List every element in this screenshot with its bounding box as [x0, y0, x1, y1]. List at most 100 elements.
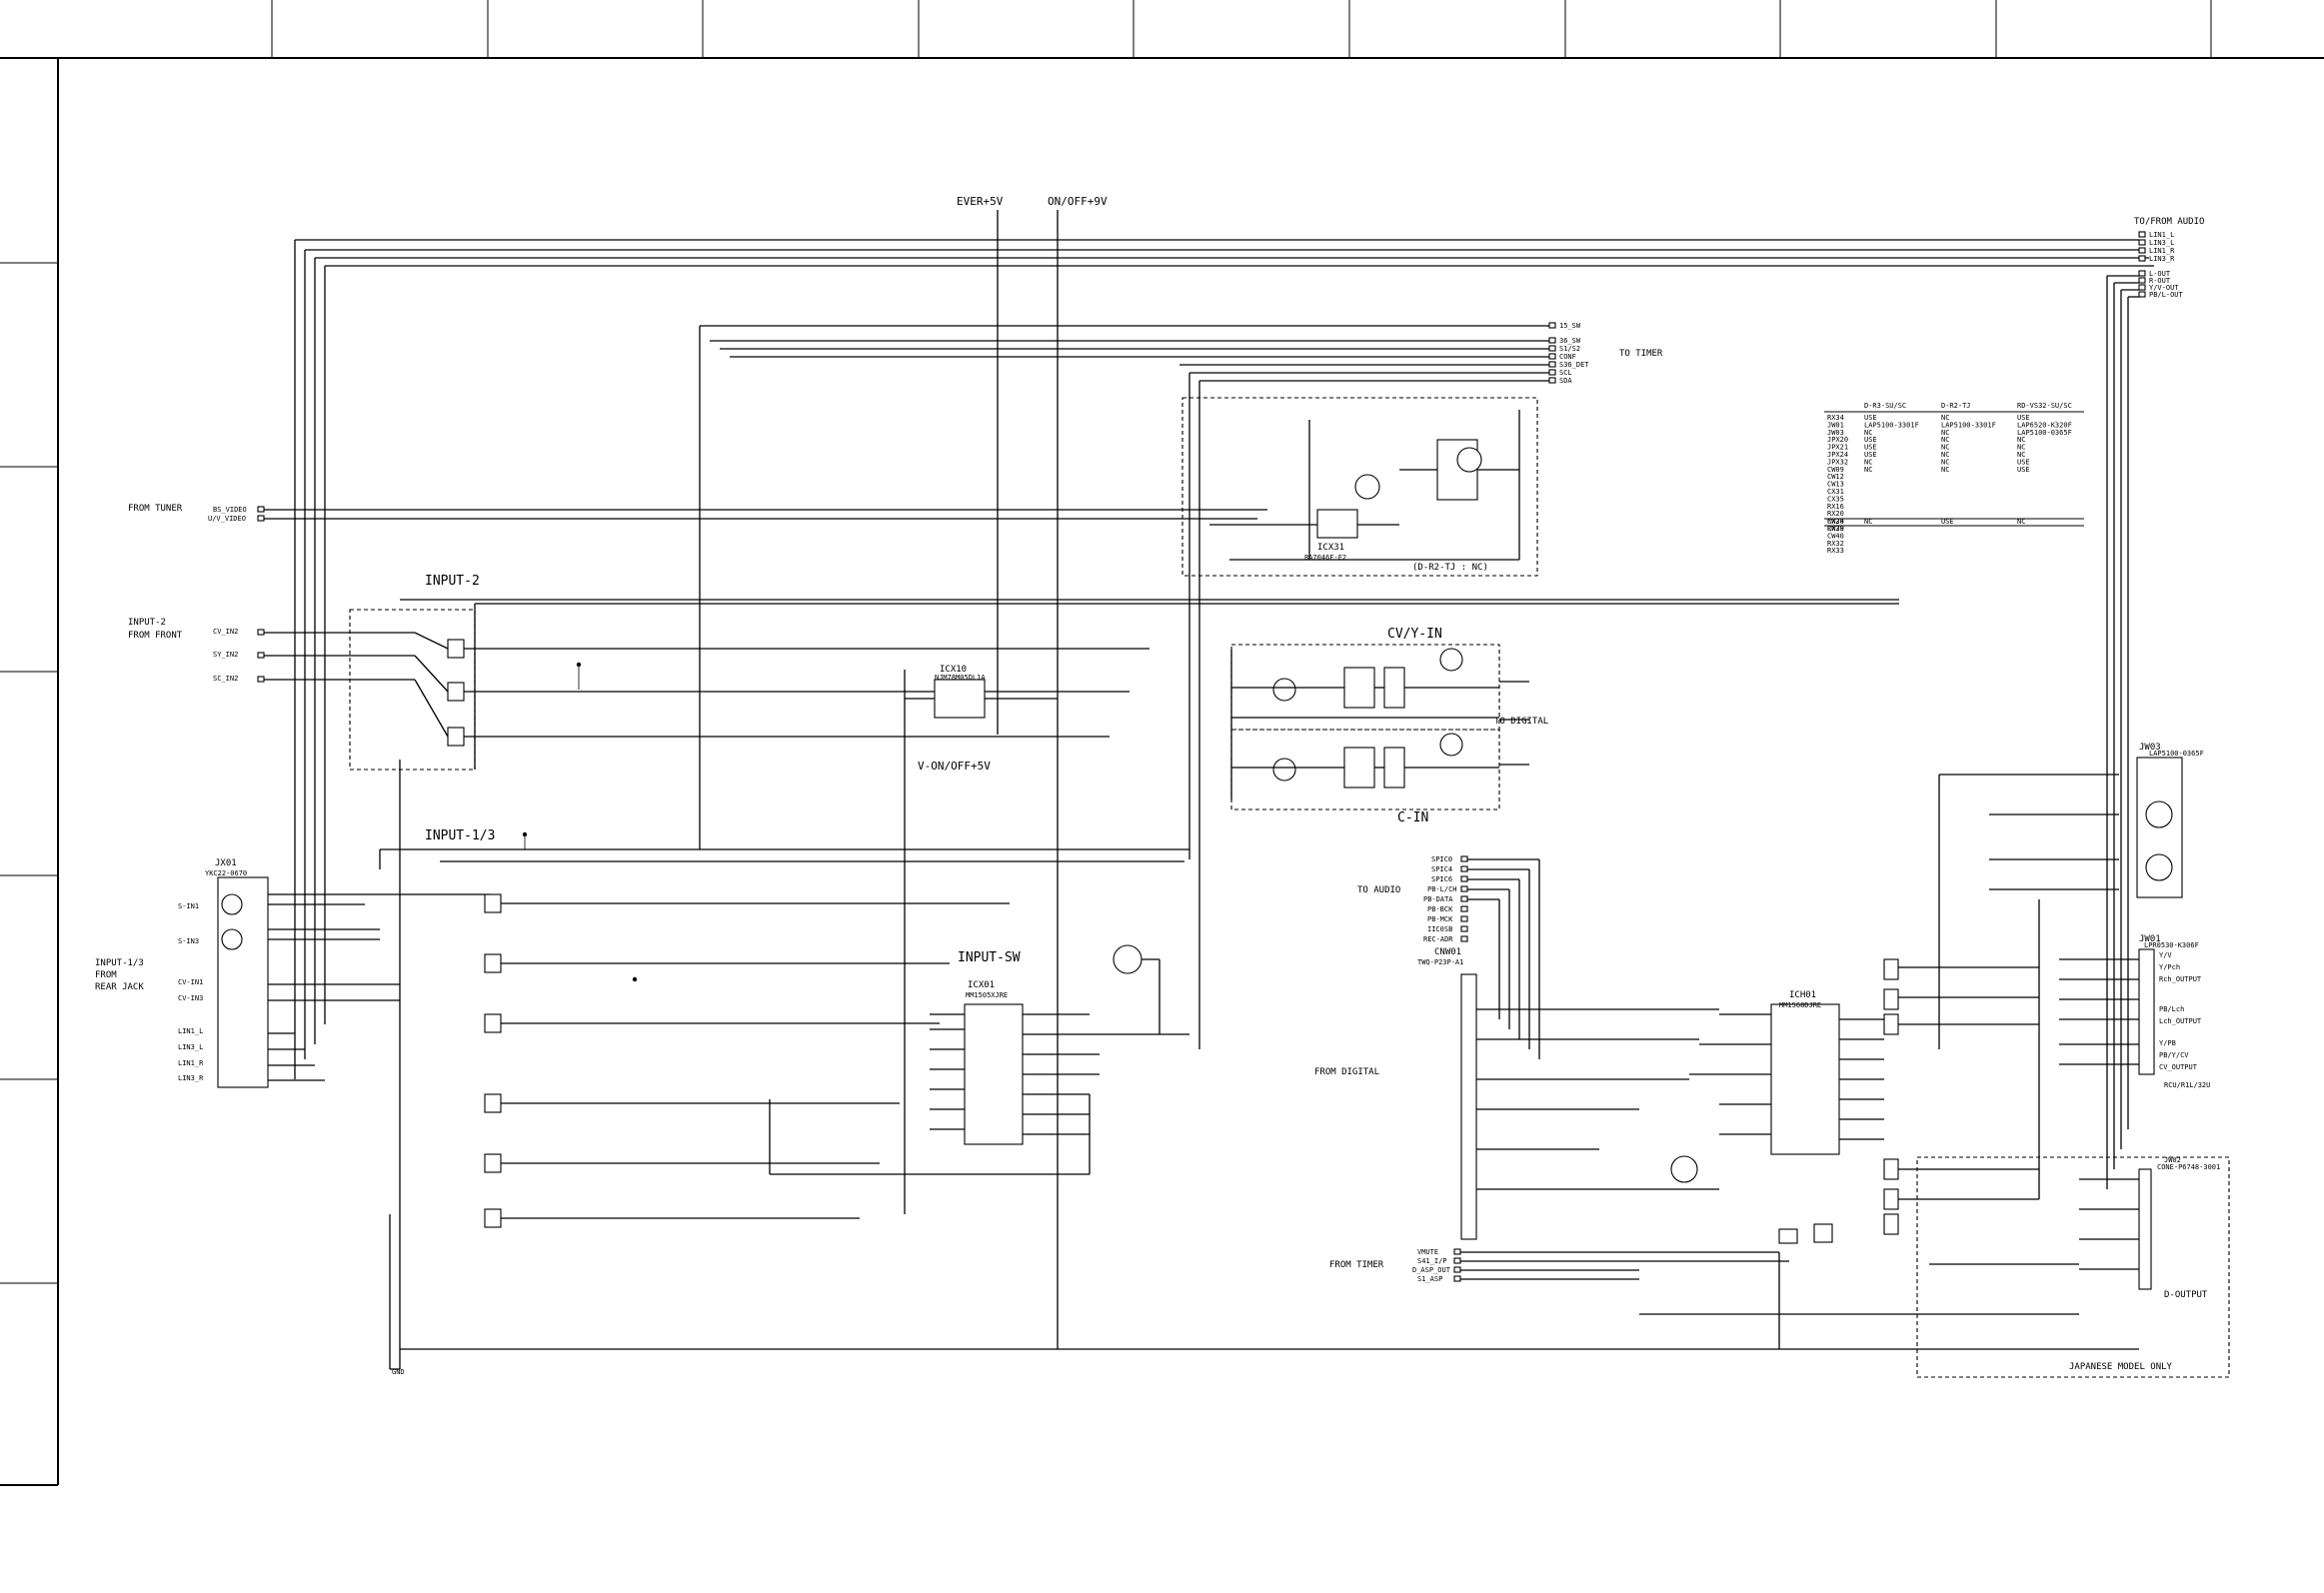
- audio-pin-recadr: REC-ADR: [1423, 935, 1453, 943]
- timer-pin-sda: SDA: [1559, 377, 1572, 385]
- table-tail-ref-1-col-0: CW40: [1827, 532, 1844, 540]
- table-row-0-col-0: RX34: [1827, 414, 1844, 422]
- rear-jack-jx01: S-IN1 S-IN3 CV-IN1 CV-IN3 LIN1_L LIN3_L …: [178, 876, 490, 1088]
- front-label-1: INPUT-2: [128, 618, 166, 628]
- tfa-pin-lin1l: LIN1_L: [2149, 231, 2174, 239]
- cnw01-part: TWQ-P23P-A1: [1417, 958, 1463, 966]
- table-row-3-col-0: JPX20: [1827, 436, 1848, 444]
- tuner-connector: BS_VIDEO U/V_VIDEO: [208, 506, 1267, 523]
- ic-note: (D-R2-TJ : NC): [1412, 563, 1488, 573]
- rear-pin-cvin1: CV-IN1: [178, 978, 203, 986]
- icx10-ref: ICX10: [940, 665, 967, 675]
- front-pin-cv: CV_IN2: [213, 628, 238, 636]
- icx01-ref: ICX01: [968, 980, 995, 990]
- audio-pin-spic0: SPIC0: [1431, 855, 1452, 863]
- inputsw-section-title: INPUT-SW: [958, 950, 1021, 965]
- table-ref-0-col-0: CW12: [1827, 473, 1844, 481]
- icx31-part: BA7046F-E2: [1304, 554, 1346, 562]
- out-pin-ypch: Y/Pch: [2159, 963, 2180, 971]
- ftimer-pin-s1asp: S1_ASP: [1417, 1275, 1442, 1283]
- doutput-label: D-OUTPUT: [2164, 1290, 2208, 1300]
- table-ref-4-col-0: RX16: [1827, 503, 1844, 511]
- out-pin-pbycv: PB/Y/CV: [2159, 1051, 2189, 1059]
- icx01-input-switch: [769, 944, 1189, 1175]
- to-timer-label: TO TIMER: [1619, 349, 1663, 359]
- table-tail-row-0-col-3: NC: [2017, 518, 2025, 526]
- ich01-ref: ICH01: [1789, 990, 1816, 1000]
- rear-label-2: FROM: [95, 970, 117, 980]
- front-pin-sy: SY_IN2: [213, 651, 238, 659]
- jw03-ref: JW03: [2139, 743, 2161, 753]
- input2-section-title: INPUT-2: [425, 574, 480, 589]
- to-timer-connector: 15_SW 36_SW S1/S2 CONF S36_DET SCL SDA: [699, 322, 1589, 1049]
- icx10-part: NJM78M05DL1A: [935, 674, 986, 682]
- jw02-part: CONE-P6748-3001: [2157, 1163, 2220, 1171]
- drawing-frame: [0, 0, 2324, 1486]
- gnd-label: GND: [392, 1368, 405, 1376]
- rear-pin-lin1l: LIN1_L: [178, 1027, 203, 1035]
- table-row-4-col-0: JPX21: [1827, 444, 1848, 452]
- from-digital-label: FROM DIGITAL: [1314, 1067, 1379, 1077]
- jw01-part: LPR0530-K306F: [2144, 941, 2199, 949]
- from-tuner-label: FROM TUNER: [128, 504, 183, 514]
- input13-filter-block: [379, 831, 1189, 1370]
- table-row-3-col-1: USE: [1864, 436, 1877, 444]
- to-digital-label: TO DIGITAL: [1494, 717, 1548, 727]
- out-pin-yv: Y/V: [2159, 951, 2172, 959]
- rear-pin-lin1r: LIN1_R: [178, 1059, 204, 1067]
- cvyin-section-title: CV/Y-IN: [1387, 627, 1442, 642]
- table-ref-7-col-0: RX28: [1827, 525, 1844, 533]
- onoff9v-label: ON/OFF+9V: [1048, 195, 1108, 208]
- rear-label-3: REAR JACK: [95, 982, 144, 992]
- rear-pin-lin3l: LIN3_L: [178, 1043, 203, 1051]
- front-label-2: FROM FRONT: [128, 631, 183, 641]
- front-pin-sc: SC_IN2: [213, 675, 238, 683]
- table-head-3: RD-VS32-SU/SC: [2017, 402, 2072, 410]
- cin-section-title: C-IN: [1397, 810, 1428, 825]
- tfa-pin-lout: L-OUT: [2149, 270, 2171, 278]
- out-pin-lch: Lch_OUTPUT: [2159, 1017, 2202, 1025]
- tuner-pin-uv: U/V_VIDEO: [208, 515, 246, 523]
- table-ref-1-col-0: CW13: [1827, 481, 1844, 489]
- table-row-6-col-0: JPX32: [1827, 458, 1848, 466]
- output-buffers: [1883, 774, 2119, 1235]
- cnw01-connector: [1460, 973, 1719, 1240]
- rear-pin-cvin3: CV-IN3: [178, 994, 203, 1002]
- table-row-1-col-2: LAP5100-3301F: [1941, 421, 1996, 429]
- power-rails: [294, 210, 2154, 1369]
- cvyin-filter-block: [1230, 644, 1529, 799]
- ftimer-pin-vmute: VMUTE: [1417, 1248, 1438, 1256]
- audio-pin-pbdata: PB-DATA: [1423, 895, 1453, 903]
- rear-pin-sin3: S-IN3: [178, 937, 199, 945]
- table-tail-row-0-col-2: USE: [1941, 518, 1954, 526]
- icx31-ref: ICX31: [1317, 543, 1344, 553]
- table-row-5-col-1: USE: [1864, 451, 1877, 459]
- table-tail-ref-2-col-0: RX32: [1827, 540, 1844, 548]
- table-row-1-col-3: LAP6520-K320F: [2017, 421, 2072, 429]
- table-row-7-col-0: CW09: [1827, 466, 1844, 474]
- table-ref-5-col-0: RX20: [1827, 510, 1844, 518]
- audio-pin-spic6: SPIC6: [1431, 875, 1452, 883]
- to-from-audio-connector: LIN1_L LIN3_L LIN1_R LIN3_R L-OUT R-OUT …: [2138, 231, 2184, 299]
- table-row-7-col-1: NC: [1864, 466, 1872, 474]
- ftimer-pin-daspout: D_ASP_OUT: [1412, 1266, 1451, 1274]
- to-audio-label: TO AUDIO: [1357, 885, 1400, 895]
- timer-pin-36sw: 36_SW: [1559, 337, 1581, 345]
- vonoff5v-label: V-ON/OFF+5V: [918, 760, 991, 773]
- out-pin-ypb: Y/PB: [2159, 1039, 2176, 1047]
- tfa-pin-rout: R-OUT: [2149, 277, 2171, 285]
- table-row-4-col-3: NC: [2017, 444, 2025, 452]
- japanese-d-output-area: [1639, 1156, 2230, 1378]
- tfa-pin-pblout: PB/L-OUT: [2149, 291, 2184, 299]
- audio-pin-pbbck: PB-BCK: [1427, 905, 1453, 913]
- tuner-pin-bs: BS_VIDEO: [213, 506, 247, 514]
- table-head-1: D-R3-SU/SC: [1864, 402, 1906, 410]
- jx01-ref: JX01: [215, 858, 237, 868]
- table-row-6-col-2: NC: [1941, 458, 1949, 466]
- table-row-2-col-0: JW03: [1827, 429, 1844, 437]
- table-tail-row-0-col-1: NC: [1864, 518, 1872, 526]
- audio-pin-spic4: SPIC4: [1431, 865, 1452, 873]
- audio-pin-pbmck: PB-MCK: [1427, 915, 1453, 923]
